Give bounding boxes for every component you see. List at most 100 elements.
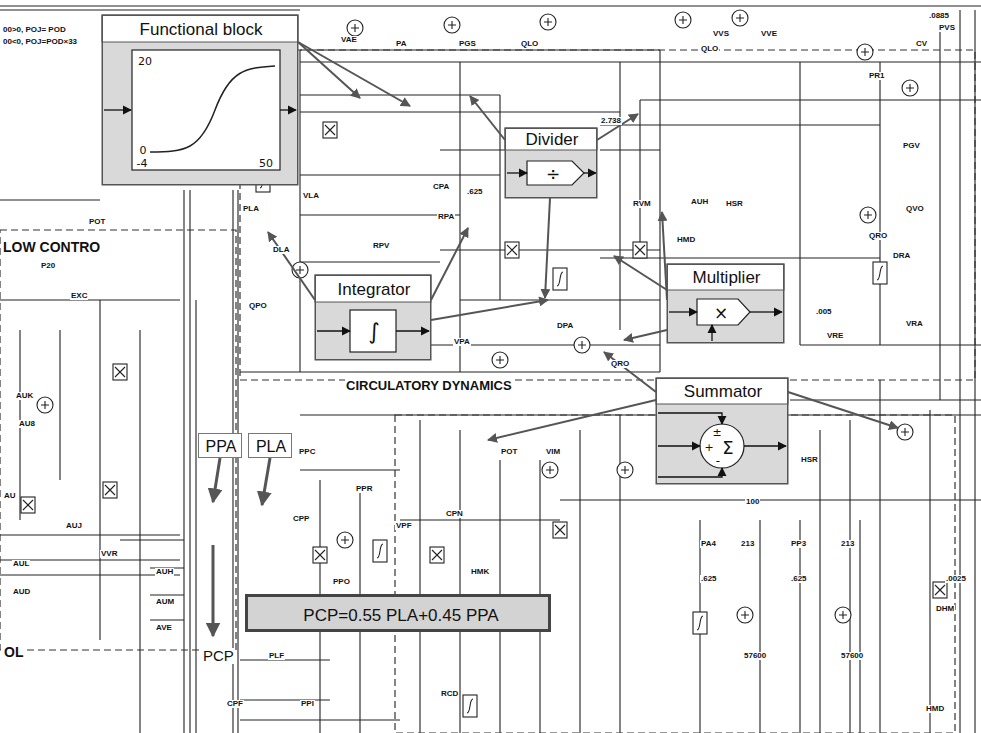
signal-name: 213 (840, 540, 855, 548)
signal-tag: PPA (198, 433, 242, 458)
equation-box: PCP=0.55 PLA+0.45 PPA (245, 594, 551, 632)
symbol-text: Σ (722, 438, 733, 458)
region-outline (0, 50, 975, 733)
signal-name: POT (500, 448, 518, 456)
signal-name: QLO (520, 40, 539, 48)
wire-network (0, 6, 981, 733)
signal-name: VPA (453, 338, 471, 346)
callout-panel (505, 128, 597, 150)
signal-name: VAE (340, 36, 358, 44)
callout-box: Summator±Σ+- (656, 378, 788, 484)
signal-arrow (658, 468, 722, 477)
signal-name: PLA (242, 205, 260, 213)
callout-box: Integrator∫ (315, 275, 431, 360)
callout-leader (788, 392, 898, 428)
callout-panel (102, 15, 298, 185)
signal-name: QPO (248, 302, 268, 310)
signal-name: HSR (725, 200, 744, 208)
multiplier-symbol (21, 122, 947, 598)
callout-box: Divider÷ (505, 128, 597, 198)
signal-name: VVR (100, 550, 118, 558)
signal-name: AU8 (18, 420, 36, 428)
wire-network (0, 6, 981, 733)
signal-name: DHM (935, 605, 955, 613)
callout-leader (488, 400, 656, 440)
block-title: Summator (684, 383, 762, 402)
signal-name: POT (88, 218, 106, 226)
signal-name: HSR (800, 456, 819, 464)
signal-name: 57600 (840, 652, 864, 660)
callout-leader (431, 300, 548, 320)
block-symbol (350, 310, 396, 352)
signal-name: AUD (12, 588, 31, 596)
signal-trace (212, 545, 215, 636)
block-symbol (527, 161, 584, 185)
block-title: PCP=0.55 PLA+0.45 PPA (303, 607, 498, 626)
callout-panel (667, 264, 784, 343)
signal-name: .625 (700, 575, 718, 583)
block-symbol (132, 50, 280, 170)
summator-symbol (37, 10, 918, 623)
signal-name: QVO (905, 205, 925, 213)
callout-leader (268, 42, 898, 440)
signal-name: 57600 (743, 652, 767, 660)
signal-name: AUH (155, 568, 174, 576)
callout-leader (614, 256, 667, 290)
symbol-text: 0 (140, 145, 147, 157)
signal-arrow (104, 110, 786, 477)
signal-arrow (658, 445, 700, 446)
signal-name: CPP (292, 515, 310, 523)
summator-symbol (41, 14, 914, 619)
signal-name: QLO (700, 45, 719, 53)
callout-panel (505, 128, 597, 198)
signal-name: VPF (395, 522, 413, 530)
signal-name: PPR (355, 485, 373, 493)
signal-name: PPI (300, 700, 315, 708)
integrator-symbol (256, 170, 887, 717)
signal-name: PP3 (790, 540, 807, 548)
callout-panel (656, 378, 788, 404)
callout-panel (667, 264, 784, 290)
symbol-text: -4 (137, 158, 148, 170)
signal-tag: PLA (248, 433, 292, 458)
callout-box: Functional block200-450 (102, 15, 298, 185)
block-title: PPA (206, 438, 237, 456)
signal-name: AU (3, 492, 17, 500)
signal-name: AUH (690, 198, 709, 206)
signal-name: VRA (905, 320, 924, 328)
signal-name: .005 (815, 308, 833, 316)
signal-name: CPN (445, 510, 464, 518)
signal-name: VRE (826, 332, 844, 340)
signal-arrow (280, 109, 296, 110)
signal-name: CPA (432, 183, 450, 191)
signal-name: .625 (790, 575, 808, 583)
signal-name: HMD (676, 236, 696, 244)
signal-name: PLF (268, 652, 285, 660)
callout-leader (604, 352, 656, 392)
block-title: Integrator (338, 280, 411, 299)
signal-arrow (584, 172, 596, 173)
signal-arrow (507, 172, 527, 173)
signal-name: HMD (925, 705, 945, 713)
callout-panel (102, 15, 788, 484)
block-symbol (700, 424, 744, 468)
signal-name: 00<0, POJ=POD×33 (2, 38, 78, 46)
symbol-text: ± (712, 427, 721, 439)
signal-trace (213, 458, 220, 502)
callout-leader (624, 330, 667, 340)
signal-name: DLA (272, 246, 290, 254)
signal-name: PCP (202, 648, 235, 664)
signal-name: PGS (458, 40, 477, 48)
callout-panel (656, 378, 788, 484)
signal-trace (262, 458, 270, 505)
signal-name: 2.738 (600, 117, 622, 125)
signal-arrow (744, 445, 786, 446)
signal-name: AVE (155, 624, 173, 632)
signal-name: PGV (902, 142, 921, 150)
multiplier-symbol (23, 125, 945, 595)
signal-name: EXC (70, 292, 88, 300)
signal-name: .625 (466, 188, 484, 196)
section-title: CIRCULATORY DYNAMICS (345, 379, 513, 393)
signal-arrow (317, 330, 350, 331)
